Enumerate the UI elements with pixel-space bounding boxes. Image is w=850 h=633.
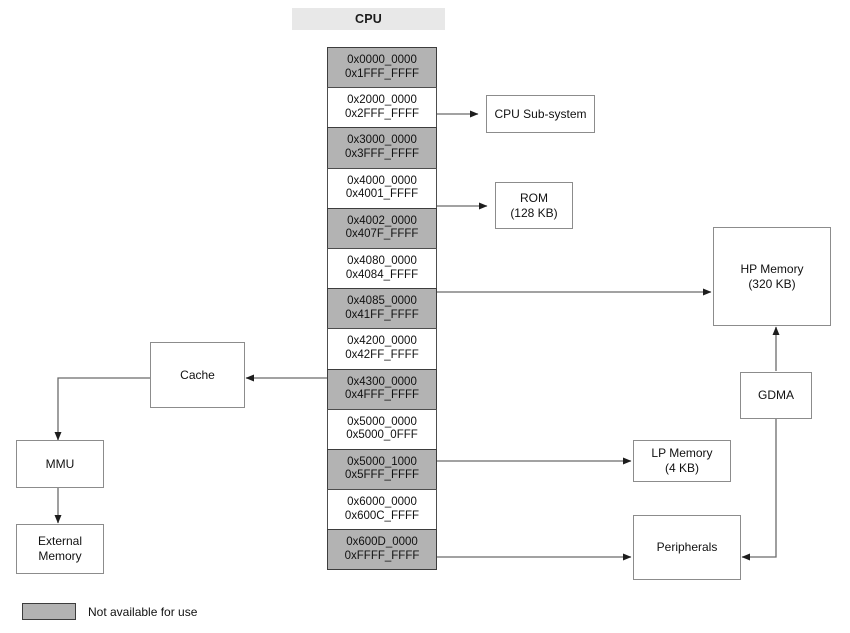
address-block-start: 0x4080_0000 xyxy=(347,254,417,267)
cpu-header-banner: CPU xyxy=(292,8,445,30)
address-block-start: 0x5000_1000 xyxy=(347,455,417,468)
node-mmu[interactable]: MMU xyxy=(16,440,104,488)
cpu-header-label: CPU xyxy=(355,12,382,26)
node-rom-line1: ROM xyxy=(520,190,548,205)
node-rom-line2: (128 KB) xyxy=(510,205,558,220)
wire-gdma-peripherals xyxy=(741,419,777,561)
address-block-end: 0x4FFF_FFFF xyxy=(344,389,420,402)
address-block-start: 0x4200_0000 xyxy=(347,335,417,348)
address-block-start: 0x5000_0000 xyxy=(347,415,417,428)
address-block-end: 0x4001_FFFF xyxy=(345,188,419,201)
node-cpu-subsystem[interactable]: CPU Sub-system xyxy=(486,95,595,133)
node-peripherals-line1: Peripherals xyxy=(656,540,718,554)
address-block-start: 0x4085_0000 xyxy=(347,295,417,308)
address-block-start: 0x4300_0000 xyxy=(347,375,417,388)
node-lp-memory[interactable]: LP Memory (4 KB) xyxy=(633,440,731,482)
node-gdma[interactable]: GDMA xyxy=(740,372,812,419)
node-cpu-subsystem-line1: CPU Sub-system xyxy=(494,106,587,121)
address-block-start: 0x2000_0000 xyxy=(347,94,417,107)
address-block-end: 0x407F_FFFF xyxy=(345,228,419,241)
address-block-end: 0x1FFF_FFFF xyxy=(344,67,420,80)
node-rom[interactable]: ROM (128 KB) xyxy=(495,182,573,229)
legend-label-unavailable: Not available for use xyxy=(88,604,198,619)
node-lp-memory-line2: (4 KB) xyxy=(664,461,699,475)
wire-cache-mmu xyxy=(54,377,151,441)
node-hp-memory-line2: (320 KB) xyxy=(748,276,796,291)
node-external-memory-line1: External xyxy=(37,534,83,548)
node-peripherals[interactable]: Peripherals xyxy=(633,515,741,580)
address-block-end: 0x42FF_FFFF xyxy=(345,348,419,361)
address-block-end: 0x41FF_FFFF xyxy=(345,308,419,321)
address-block-end: 0xFFFF_FFFF xyxy=(344,549,420,562)
node-hp-memory[interactable]: HP Memory (320 KB) xyxy=(713,227,831,326)
node-cache-line1: Cache xyxy=(180,367,215,382)
address-block-start: 0x3000_0000 xyxy=(347,134,417,147)
node-external-memory[interactable]: External Memory xyxy=(16,524,104,574)
address-block-start: 0x6000_0000 xyxy=(347,496,417,509)
address-block-start: 0x0000_0000 xyxy=(347,54,417,67)
address-block-start: 0x4002_0000 xyxy=(347,214,417,227)
legend-swatch-unavailable xyxy=(22,603,76,620)
address-block-start: 0x4000_0000 xyxy=(347,174,417,187)
address-block-end: 0x600C_FFFF xyxy=(344,509,420,522)
legend: Not available for use xyxy=(22,603,197,620)
address-block-end: 0x3FFF_FFFF xyxy=(344,147,420,160)
node-hp-memory-line1: HP Memory xyxy=(740,261,804,276)
address-block-end: 0x4084_FFFF xyxy=(345,268,419,281)
address-block-end: 0x2FFF_FFFF xyxy=(344,107,420,120)
address-block-end: 0x5000_0FFF xyxy=(346,429,418,442)
node-gdma-line1: GDMA xyxy=(758,388,794,402)
node-mmu-line1: MMU xyxy=(45,456,75,471)
node-external-memory-line2: Memory xyxy=(38,549,82,563)
node-cache[interactable]: Cache xyxy=(150,342,245,408)
address-block-end: 0x5FFF_FFFF xyxy=(344,469,420,482)
node-lp-memory-line1: LP Memory xyxy=(651,446,713,460)
address-block-start: 0x600D_0000 xyxy=(346,536,418,549)
